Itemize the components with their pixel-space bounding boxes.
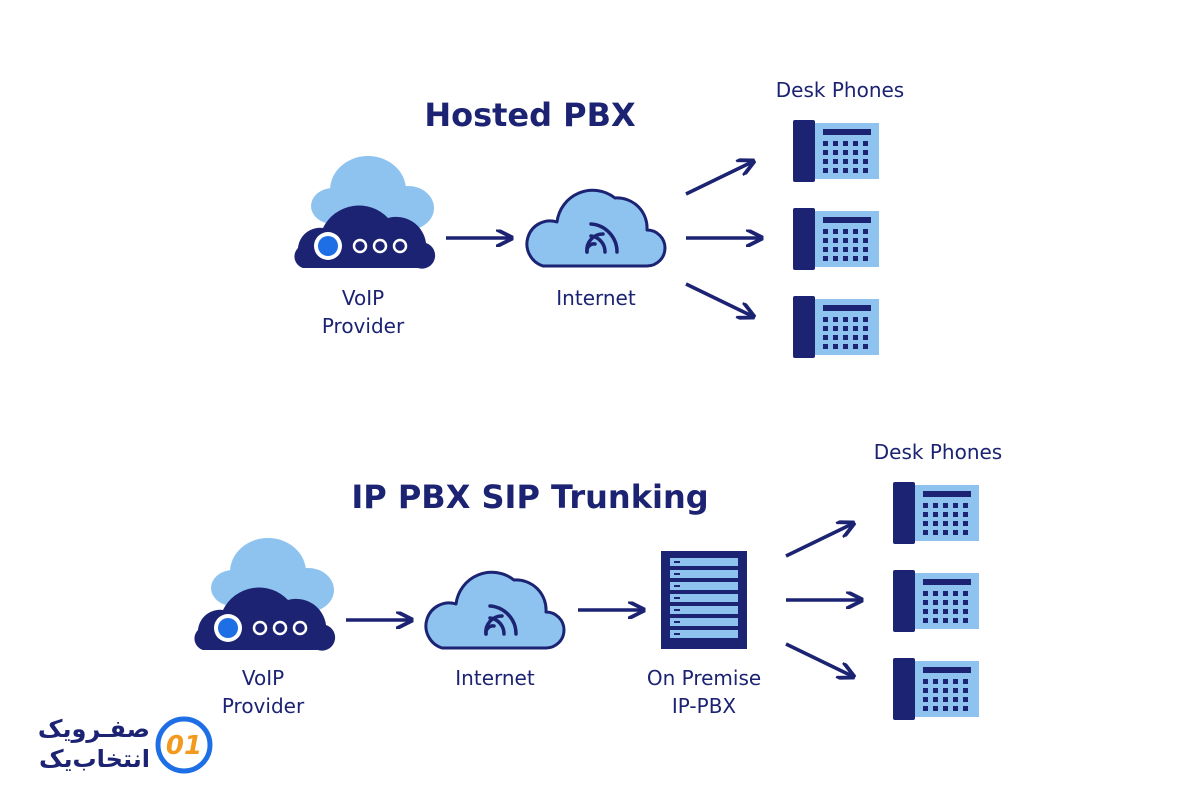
provider-label-line2: Provider <box>321 314 405 338</box>
provider-label-line2: Provider <box>221 694 305 718</box>
logo-line2: انتخاب‌یک <box>38 745 150 773</box>
section2-pbx-label: On Premise IP-PBX <box>624 664 784 720</box>
provider-label-line1: VoIP <box>241 666 285 690</box>
desk-phone-icon <box>793 208 879 270</box>
arrow-pbx-to-phone-1 <box>785 524 852 558</box>
section1-title: Hosted PBX <box>424 96 636 134</box>
section2-title: IP PBX SIP Trunking <box>351 478 709 516</box>
pbx-label-line2: IP-PBX <box>671 694 737 718</box>
section1-phones-label: Desk Phones <box>775 78 905 102</box>
internet-cloud-icon <box>424 570 566 650</box>
brand-logo-icon: 01 <box>155 716 213 774</box>
logo-mark: 01 <box>166 731 202 761</box>
section1-internet-label: Internet <box>556 286 636 310</box>
internet-cloud-icon <box>525 188 667 268</box>
provider-label-line1: VoIP <box>341 286 385 310</box>
voip-provider-cloud-icon <box>193 536 337 652</box>
arrow-internet-to-phone-3 <box>685 282 752 316</box>
section2-internet-label: Internet <box>455 666 535 690</box>
pbx-label-line1: On Premise <box>646 666 762 690</box>
arrow-pbx-to-phone-3 <box>785 642 852 676</box>
section1-provider-label: VoIP Provider <box>298 284 428 340</box>
desk-phone-icon <box>893 658 979 720</box>
arrow-internet-to-phone-1 <box>685 162 752 196</box>
desk-phone-icon <box>793 120 879 182</box>
desk-phone-icon <box>893 570 979 632</box>
section2-provider-label: VoIP Provider <box>198 664 328 720</box>
desk-phone-icon <box>793 296 879 358</box>
ip-pbx-server-icon <box>661 551 747 649</box>
section2-phones-label: Desk Phones <box>873 440 1003 464</box>
logo-line1: صفـرویک <box>37 715 150 743</box>
desk-phone-icon <box>893 482 979 544</box>
voip-provider-cloud-icon <box>293 154 437 270</box>
brand-logo-text: صفـرویک انتخاب‌یک <box>20 714 150 774</box>
